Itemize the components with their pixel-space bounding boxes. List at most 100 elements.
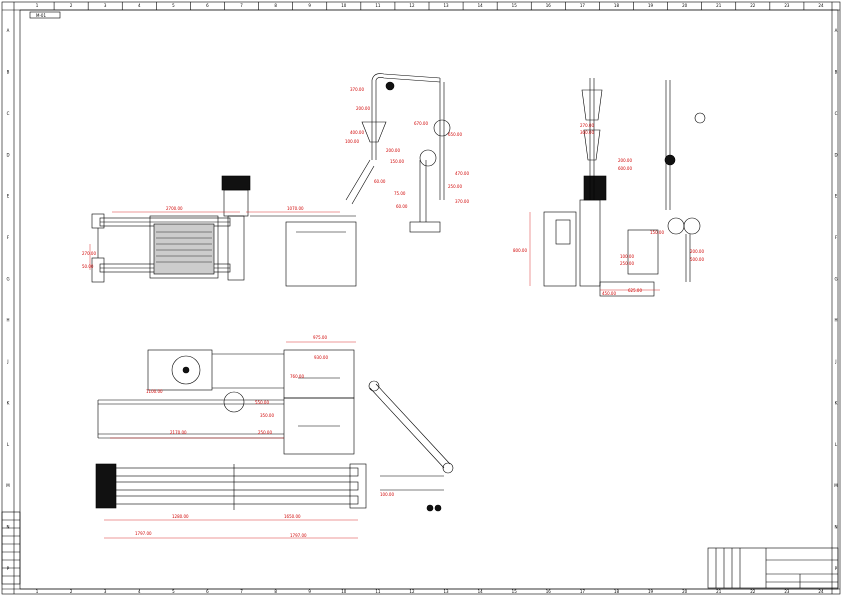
grid-row-label-right: G <box>834 276 837 281</box>
dim-side-j: 625.00 <box>628 288 642 293</box>
grid-column-label-top: 20 <box>682 3 688 8</box>
dim-side-i: 500.00 <box>690 257 704 262</box>
grid-column-label-bottom: 4 <box>138 589 141 594</box>
dim-front-width: 2700.00 <box>166 206 183 211</box>
grid-column-label-top: 22 <box>750 3 756 8</box>
grid-row-label-right: H <box>834 318 837 323</box>
grid-column-label-top: 14 <box>478 3 484 8</box>
grid-row-label-left: B <box>7 70 10 75</box>
front-view <box>91 73 451 287</box>
grid-column-label-top: 8 <box>274 3 277 8</box>
grid-column-label-bottom: 8 <box>274 589 277 594</box>
grid-row-label-left: N <box>7 524 10 529</box>
dim-front-height: 270.00 <box>82 251 96 256</box>
grid-column-label-top: 18 <box>614 3 620 8</box>
grid-row-label-right: N <box>835 524 838 529</box>
title-block <box>707 547 839 589</box>
dim-plan-j: 1280.00 <box>172 514 189 519</box>
grid-column-label-top: 10 <box>341 3 347 8</box>
grid-column-label-bottom: 17 <box>580 589 586 594</box>
grid-row-label-right: F <box>835 235 838 240</box>
grid-column-label-bottom: 11 <box>375 589 381 594</box>
grid-column-label-bottom: 18 <box>614 589 620 594</box>
grid-row-label-left: H <box>6 318 9 323</box>
dim-side-c: 200.00 <box>618 158 632 163</box>
grid-column-label-bottom: 2 <box>70 589 73 594</box>
drawing-tag-box <box>29 11 61 19</box>
dim-side-d: 600.00 <box>618 166 632 171</box>
grid-column-label-bottom: 3 <box>104 589 107 594</box>
grid-column-label-top: 16 <box>546 3 552 8</box>
dimension-lines <box>89 211 660 539</box>
grid-column-label-top: 23 <box>784 3 790 8</box>
grid-column-label-bottom: 1 <box>36 589 39 594</box>
grid-row-label-left: P <box>7 566 10 571</box>
grid-column-label-bottom: 14 <box>478 589 484 594</box>
dim-plan-m: 1797.00 <box>290 533 307 538</box>
grid-column-label-bottom: 9 <box>308 589 311 594</box>
dim-front-pipe-a: 370.00 <box>350 87 364 92</box>
dim-front-pipe-c: 400.00 <box>350 130 364 135</box>
grid-column-label-top: 13 <box>443 3 449 8</box>
grid-row-label-left: M <box>6 483 10 488</box>
dim-plan-l: 1797.00 <box>135 531 152 536</box>
front-view-dimensions: 2700.00 1070.00 270.00 50.00 370.00 200.… <box>82 87 469 269</box>
grid-row-label-left: L <box>7 442 10 447</box>
inner-frame <box>19 9 839 590</box>
grid-column-label-top: 7 <box>240 3 243 8</box>
grid-column-label-bottom: 16 <box>546 589 552 594</box>
grid-row-label-left: K <box>7 400 10 405</box>
dim-side-h: 200.00 <box>690 249 704 254</box>
grid-row-label-right: D <box>834 152 837 157</box>
grid-column-label-top: 15 <box>512 3 518 8</box>
grid-column-label-top: 9 <box>308 3 311 8</box>
dim-front-pipe-f: 650.00 <box>448 132 462 137</box>
grid-row-label-right: K <box>835 400 838 405</box>
dim-front-pipe-n: 250.00 <box>448 184 462 189</box>
dim-plan-f: 350.00 <box>260 413 274 418</box>
grid-column-label-top: 2 <box>70 3 73 8</box>
dim-plan-e: 550.00 <box>255 400 269 405</box>
grid-column-label-bottom: 7 <box>240 589 243 594</box>
dim-plan-b: 930.00 <box>314 355 328 360</box>
dim-plan-i: 100.00 <box>380 492 394 497</box>
grid-reference-labels: 1122334455667788991010111112121313141415… <box>6 2 838 594</box>
dim-front-tank: 1070.00 <box>287 206 304 211</box>
grid-column-label-top: 21 <box>716 3 722 8</box>
grid-column-label-bottom: 24 <box>818 589 824 594</box>
grid-row-label-left: C <box>7 111 10 116</box>
grid-column-label-top: 3 <box>104 3 107 8</box>
grid-column-label-bottom: 5 <box>172 589 175 594</box>
grid-row-label-left: E <box>7 194 10 199</box>
dim-front-pipe-h: 150.00 <box>390 159 404 164</box>
dim-front-pipe-g: 200.00 <box>386 148 400 153</box>
dim-front-pipe-b: 200.00 <box>356 106 370 111</box>
grid-column-label-bottom: 19 <box>648 589 654 594</box>
dim-side-k: 450.00 <box>602 291 616 296</box>
grid-column-label-top: 6 <box>206 3 209 8</box>
grid-column-label-top: 5 <box>172 3 175 8</box>
dim-side-height: 800.00 <box>513 248 527 253</box>
dim-front-pipe-d: 100.00 <box>345 139 359 144</box>
dim-front-offset: 50.00 <box>82 264 94 269</box>
dim-side-a: 270.00 <box>580 123 594 128</box>
dim-plan-g: 2170.00 <box>170 430 187 435</box>
grid-row-label-left: G <box>6 276 9 281</box>
grid-row-label-right: A <box>835 28 838 33</box>
dim-plan-c: 760.00 <box>290 374 304 379</box>
plan-view-dimensions: 975.00 930.00 760.00 1100.00 550.00 350.… <box>135 335 394 538</box>
dim-plan-h: 250.00 <box>258 430 272 435</box>
grid-column-label-bottom: 6 <box>206 589 209 594</box>
grid-row-label-right: P <box>835 566 838 571</box>
dim-front-pipe-m: 370.00 <box>455 199 469 204</box>
grid-row-label-left: J <box>6 359 8 364</box>
dim-front-pipe-e: 670.00 <box>414 121 428 126</box>
side-view <box>543 78 706 297</box>
dim-front-pipe-l: 60.00 <box>396 204 408 209</box>
dim-plan-a: 975.00 <box>313 335 327 340</box>
plan-view <box>95 349 454 512</box>
dim-side-g: 250.00 <box>620 261 634 266</box>
